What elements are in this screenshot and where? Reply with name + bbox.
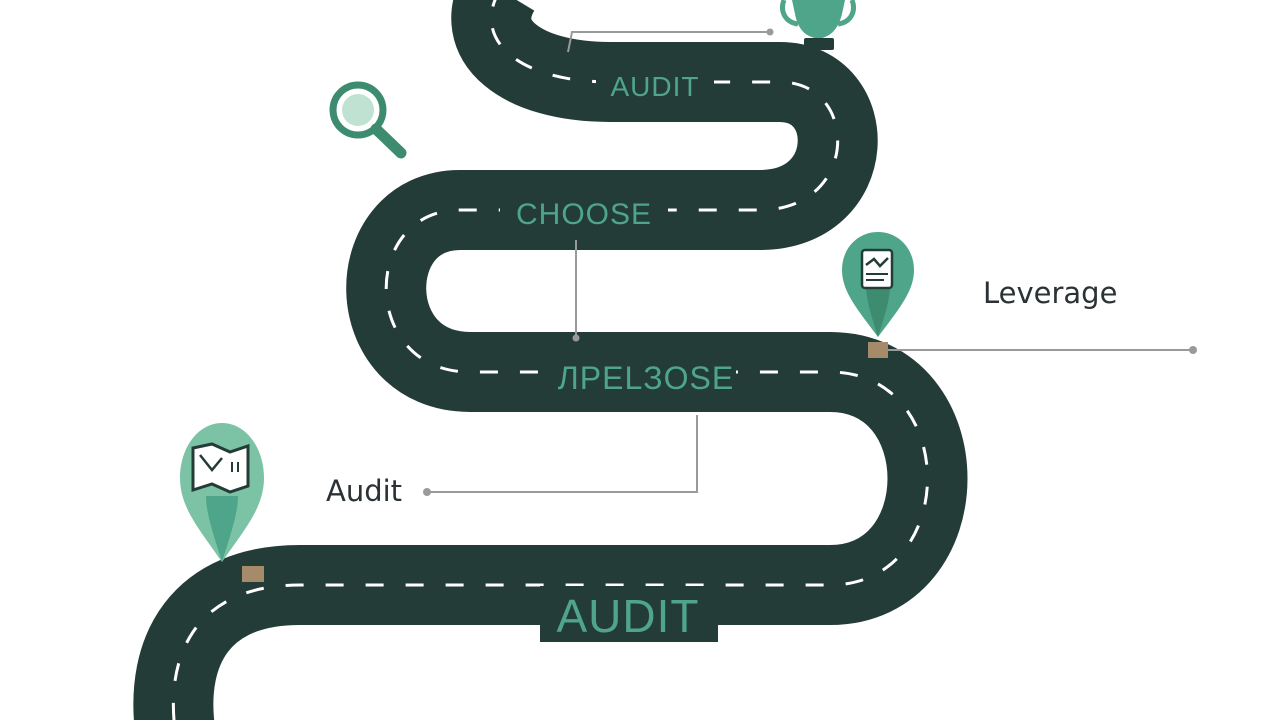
magnifier-icon xyxy=(329,81,407,159)
document-icon xyxy=(860,248,894,290)
label-audit: Audit xyxy=(326,474,402,508)
map-pin-icon xyxy=(180,423,264,562)
milestone-marker-audit xyxy=(242,566,264,582)
label-leverage: Leverage xyxy=(983,276,1117,310)
road-label-choose: CHOOSE xyxy=(516,198,652,231)
road-label-third: ЛРЕLЗOSE xyxy=(558,360,734,396)
connectors xyxy=(423,28,1197,496)
road-label-audit-top: AUDIT xyxy=(611,71,700,102)
folded-map-icon xyxy=(191,442,250,494)
location-pin-icon xyxy=(842,232,914,337)
connector-audit xyxy=(428,415,698,493)
trophy-icon xyxy=(780,0,856,50)
connector-trophy xyxy=(567,31,770,53)
milestone-marker-leverage xyxy=(868,342,888,358)
road-center-line xyxy=(171,0,929,720)
road-label-audit-bottom: AUDIT xyxy=(557,590,700,642)
